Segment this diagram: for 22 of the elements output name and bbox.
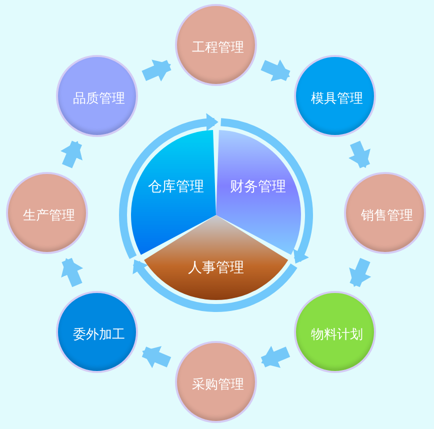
arrow <box>260 346 290 368</box>
node-label: 品质管理 <box>73 92 125 104</box>
arrow <box>220 118 313 264</box>
node-label: 工程管理 <box>192 40 244 54</box>
node-label: 物料计划 <box>311 328 363 340</box>
arrow <box>133 260 298 312</box>
node-label: 生产管理 <box>23 208 75 222</box>
node-label: 委外加工 <box>73 328 125 340</box>
node-label: 销售管理 <box>361 208 413 222</box>
node-label: 仓库管理 <box>148 178 204 193</box>
arrow <box>348 140 370 168</box>
arrow <box>119 114 218 259</box>
node-label: 采购管理 <box>192 378 244 390</box>
arrow <box>142 346 172 368</box>
node-label: 人事管理 <box>188 260 244 274</box>
arrow <box>349 258 372 288</box>
arrow <box>61 258 84 288</box>
arrow <box>260 59 290 82</box>
arrow <box>142 60 172 82</box>
node-label: 财务管理 <box>230 178 286 193</box>
node-label: 模具管理 <box>311 92 363 104</box>
arrow <box>60 140 82 168</box>
